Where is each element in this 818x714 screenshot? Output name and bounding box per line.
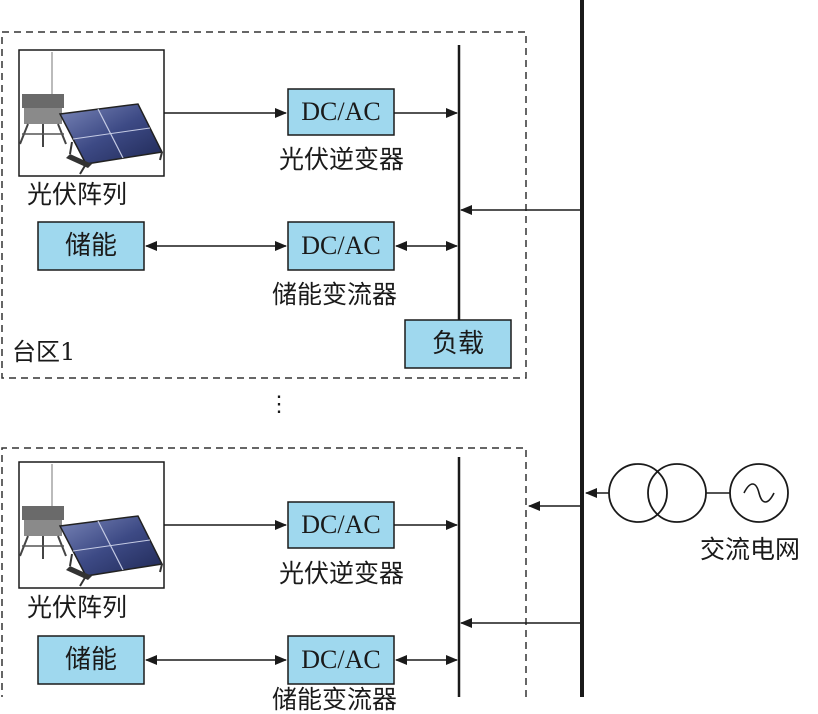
- zone1-pv-converter-box-label: DC/AC: [301, 97, 381, 126]
- zone1-storage-converter-box: [287, 221, 395, 271]
- microgrid-diagram: [1, 0, 789, 697]
- zone2-storage-converter-label: 储能变流器: [272, 685, 398, 714]
- zone1-load-box-label: 负载: [431, 329, 484, 359]
- zone2-storage-converter-box-label: DC/AC: [301, 645, 381, 674]
- ellipsis: ⋮: [268, 392, 290, 417]
- zone1-load-box: [404, 319, 512, 369]
- zone2-pv-array-label: 光伏阵列: [27, 593, 128, 622]
- zone1-pv-converter-label: 光伏逆变器: [279, 145, 405, 174]
- zone1-pv-converter-box: [287, 88, 395, 136]
- zone2-storage-box: [37, 635, 145, 685]
- zone1-storage-converter-label: 储能变流器: [272, 280, 398, 309]
- zone1-storage-box-label: 储能: [64, 231, 117, 261]
- zone2-boundary: [1, 447, 527, 697]
- grid-label: 交流电网: [700, 535, 801, 564]
- transformer-icon: [608, 463, 707, 523]
- zone1-label: 台区1: [12, 338, 76, 366]
- zone2-storage-box-label: 储能: [64, 645, 117, 675]
- zone1-storage-converter-box-label: DC/AC: [301, 231, 381, 260]
- zone1-storage-box: [37, 221, 145, 271]
- zone2-storage-converter-box: [287, 635, 395, 685]
- zone2-pv-converter-label: 光伏逆变器: [279, 559, 405, 588]
- zone2-pv-converter-box: [287, 501, 395, 549]
- zone2-pv-converter-box-label: DC/AC: [301, 510, 381, 539]
- zone1-pv-array-label: 光伏阵列: [27, 180, 128, 209]
- zone1-boundary: [1, 31, 527, 379]
- ac-source-icon: [729, 463, 789, 523]
